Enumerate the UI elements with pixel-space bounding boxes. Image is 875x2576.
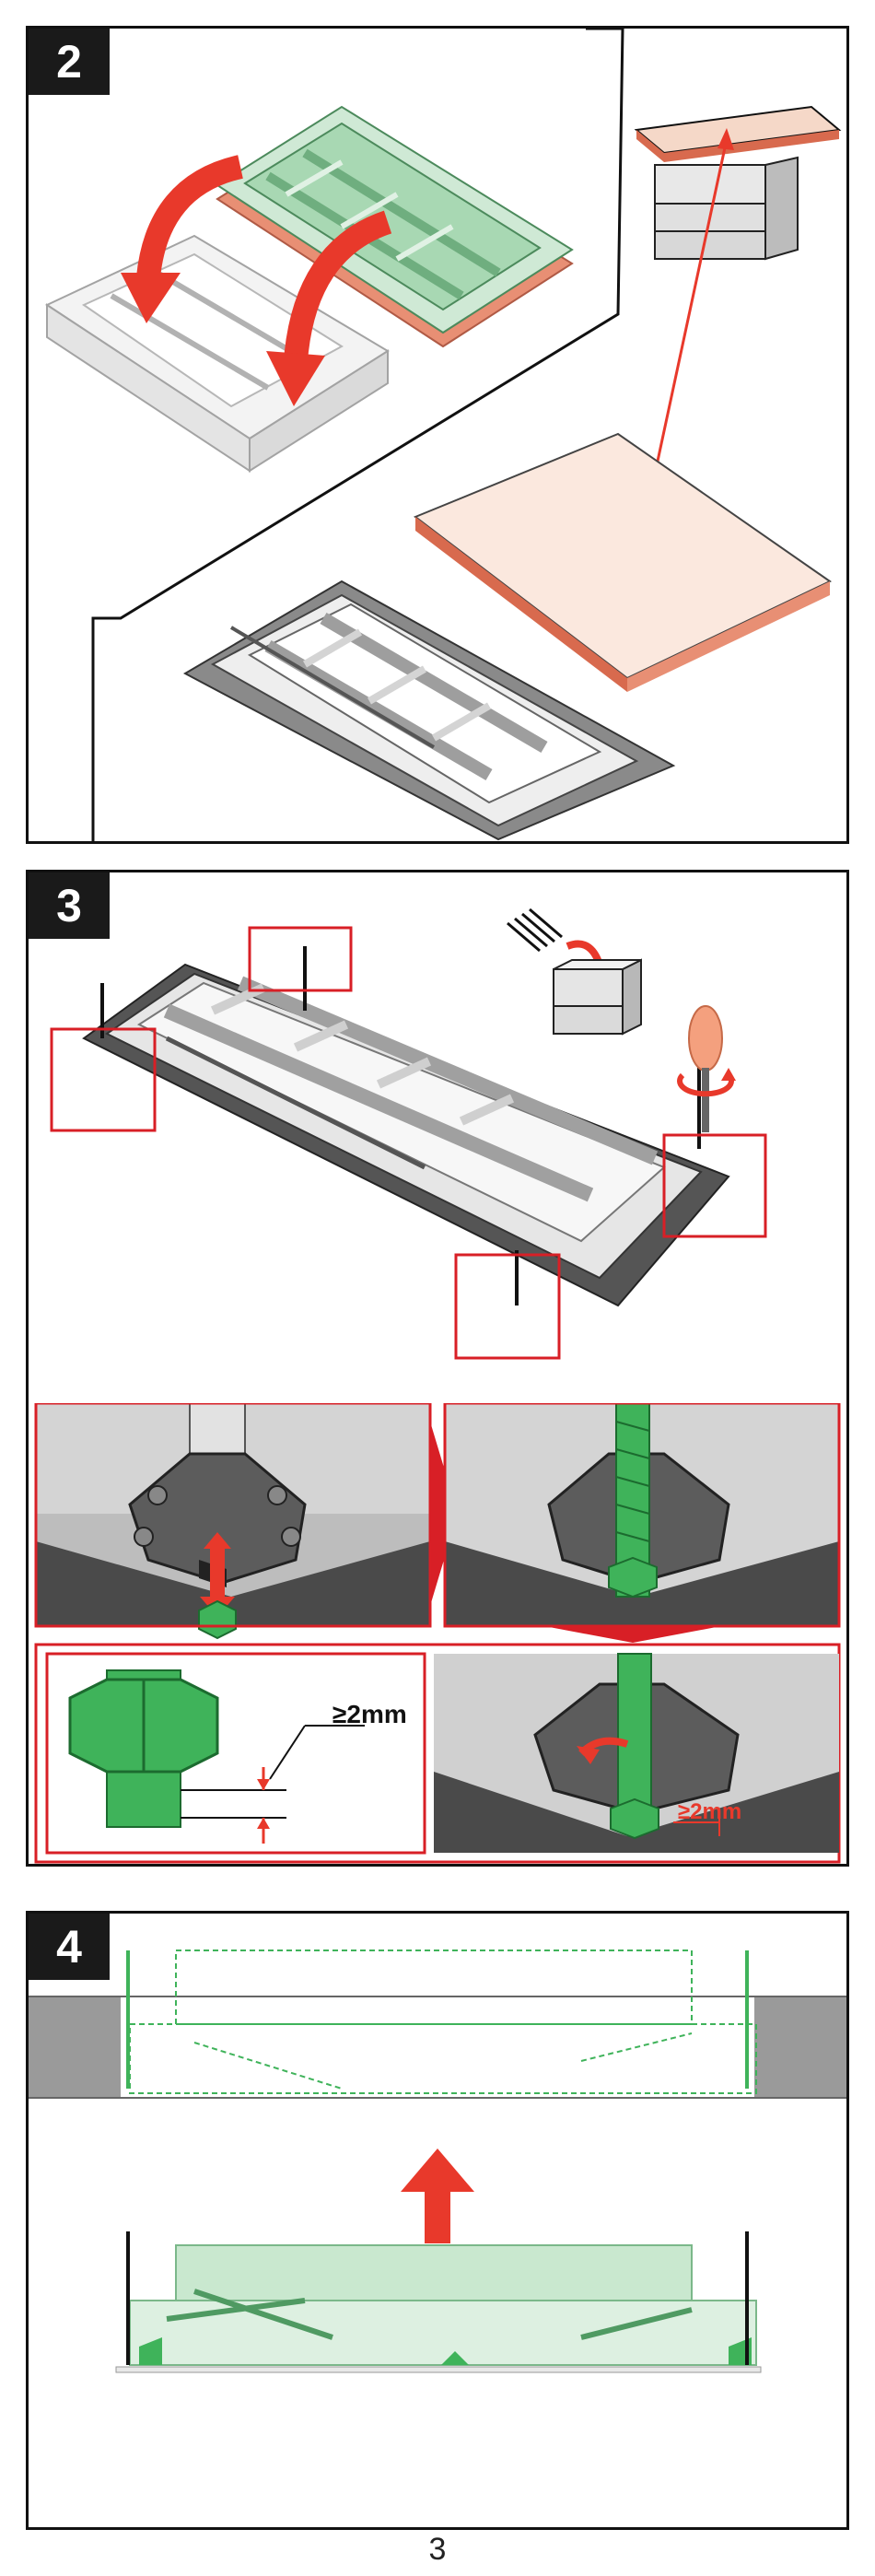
ceiling-opening [29, 1996, 846, 2098]
transition-arrow-down [544, 1626, 721, 1643]
step-3-panel: 3 [26, 870, 849, 1867]
measurement-label-photo: ≥2mm [678, 1799, 741, 1825]
step-4-panel: 4 [26, 1911, 849, 2530]
lift-arrow [401, 2149, 474, 2243]
hatch-to-lift [116, 2231, 761, 2372]
detail-threaded-rod [445, 1403, 839, 1626]
page-number: 3 [0, 2532, 875, 2568]
step-3-detail-illustrations [29, 1403, 846, 1864]
step-4-illustration [29, 1914, 846, 2527]
step-number-badge: 3 [29, 872, 110, 939]
step-number-badge: 4 [29, 1914, 110, 1980]
detail-bracket-nut [36, 1403, 430, 1638]
screwdriver-icon [680, 1006, 736, 1132]
measurement-label-detail: ≥2mm [332, 1700, 407, 1729]
corner-highlight-top [250, 928, 351, 990]
storage-cabinet [636, 107, 839, 259]
step-2-panel: 2 [26, 26, 849, 844]
step-2-illustration [29, 29, 846, 841]
step-number-badge: 2 [29, 29, 110, 95]
corner-highlight-bottom [456, 1255, 559, 1358]
step-3-overview-illustration [29, 872, 846, 1403]
cover-board [415, 434, 830, 692]
bolts-drawer [508, 909, 641, 1034]
detail-measurement [36, 1645, 839, 1862]
